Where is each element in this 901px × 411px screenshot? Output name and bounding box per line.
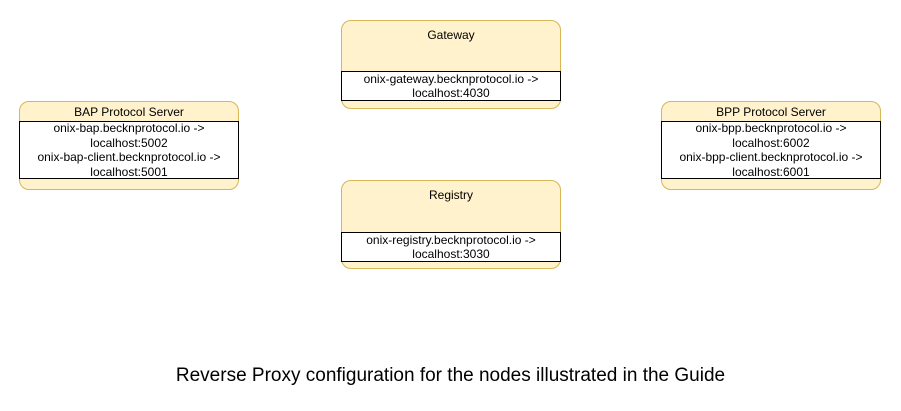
node-gateway: Gateway onix-gateway.becknprotocol.io ->…: [341, 20, 561, 109]
mapping-line: onix-bap.becknprotocol.io ->: [53, 121, 205, 135]
mapping-line: localhost:3030: [412, 247, 490, 261]
diagram-caption: Reverse Proxy configuration for the node…: [175, 365, 726, 386]
node-title: Registry: [428, 188, 473, 202]
proxy-mapping-box: onix-bap.becknprotocol.io -> localhost:5…: [19, 121, 239, 179]
mapping-line: localhost:6002: [732, 135, 810, 150]
mapping-line: onix-bap-client.becknprotocol.io ->: [37, 150, 221, 164]
mapping-line: onix-bpp-client.becknprotocol.io ->: [679, 150, 863, 164]
node-title: Gateway: [427, 28, 475, 42]
proxy-mapping-box: onix-bpp.becknprotocol.io -> localhost:6…: [661, 121, 881, 179]
node-bpp-protocol-server: BPP Protocol Server onix-bpp.becknprotoc…: [661, 101, 881, 190]
mapping-line: localhost:4030: [412, 86, 490, 100]
node-registry: Registry onix-registry.becknprotocol.io …: [341, 180, 561, 269]
mapping-line: onix-bpp.becknprotocol.io ->: [695, 121, 847, 135]
node-title: BPP Protocol Server: [716, 105, 826, 119]
mapping-line: onix-gateway.becknprotocol.io ->: [363, 71, 539, 86]
mapping-line: localhost:5002: [90, 135, 168, 150]
mapping-line: localhost:6001: [732, 164, 810, 179]
node-bap-protocol-server: BAP Protocol Server onix-bap.becknprotoc…: [19, 101, 239, 190]
node-title: BAP Protocol Server: [74, 105, 184, 119]
proxy-mapping-box: onix-registry.becknprotocol.io -> localh…: [341, 232, 561, 262]
proxy-mapping-box: onix-gateway.becknprotocol.io -> localho…: [341, 71, 561, 101]
mapping-line: onix-registry.becknprotocol.io ->: [366, 232, 536, 247]
mapping-line: localhost:5001: [90, 164, 168, 179]
